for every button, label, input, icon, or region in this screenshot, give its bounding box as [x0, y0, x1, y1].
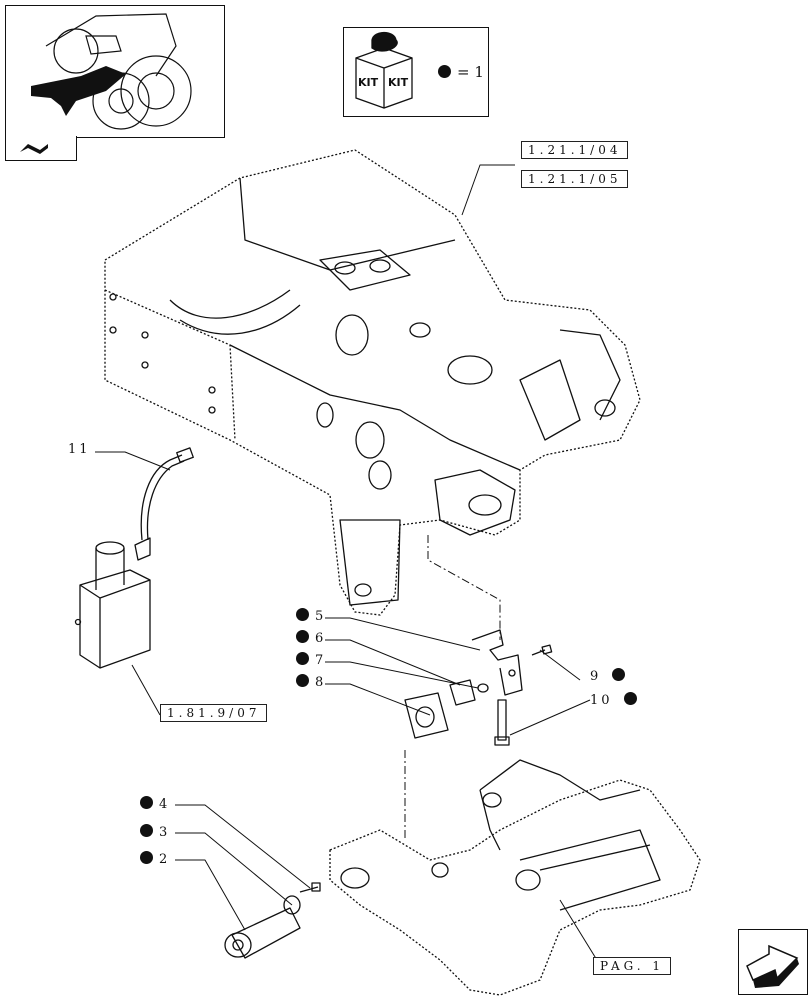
kit-equals-label: = 1 [438, 63, 484, 81]
filled-circle-icon [296, 652, 309, 665]
reference-box-4[interactable]: PAG. 1 [593, 957, 672, 975]
front-support-casting [104, 149, 641, 616]
next-page-button[interactable] [738, 929, 808, 995]
kit-equals-text: = 1 [457, 63, 484, 81]
callout-3: 3 [140, 824, 170, 840]
callout-9: 9 [590, 668, 631, 684]
filled-circle-icon [296, 674, 309, 687]
tractor-thumbnail [5, 5, 225, 138]
filled-circle-icon [623, 692, 637, 705]
callout-6: 6 [296, 630, 326, 646]
filled-circle-icon [296, 630, 309, 643]
callout-5: 5 [296, 608, 326, 624]
filled-circle-icon [438, 65, 451, 78]
ring-part-3 [283, 895, 301, 915]
page-curl-tab[interactable] [5, 136, 77, 161]
reference-box-2[interactable]: 1.21.1/05 [521, 170, 629, 188]
bracket-part-5 [471, 629, 523, 696]
reference-box-3[interactable]: 1.81.9/07 [160, 704, 268, 722]
filled-circle-icon [140, 851, 153, 864]
kit-text-right: KIT [388, 76, 409, 89]
position-sensor [74, 447, 194, 669]
filled-circle-icon [140, 796, 153, 809]
callout-4: 4 [140, 796, 170, 812]
pin-part-2 [224, 907, 301, 959]
screw-part-4 [299, 882, 321, 893]
kit-text-left: KIT [358, 76, 379, 89]
next-page-arrow-icon [746, 944, 799, 988]
callout-10: 10 [590, 692, 643, 708]
callout-7: 7 [296, 652, 326, 668]
callout-2: 2 [140, 851, 170, 867]
kit-box-icon [355, 31, 413, 109]
tractor-image [31, 13, 192, 130]
callout-8: 8 [296, 674, 326, 690]
filled-circle-icon [140, 824, 153, 837]
screw-part-9 [531, 644, 553, 656]
bushing-part-8 [404, 692, 449, 739]
reference-box-1[interactable]: 1.21.1/04 [521, 141, 629, 159]
kit-legend-box: KIT KIT [343, 27, 489, 117]
bolt-part-10 [494, 699, 510, 746]
page-curl-icon [20, 144, 48, 154]
filled-circle-icon [296, 608, 309, 621]
callout-11: 11 [68, 442, 91, 457]
front-hitch-frame [329, 759, 701, 996]
filled-circle-icon [612, 668, 626, 681]
